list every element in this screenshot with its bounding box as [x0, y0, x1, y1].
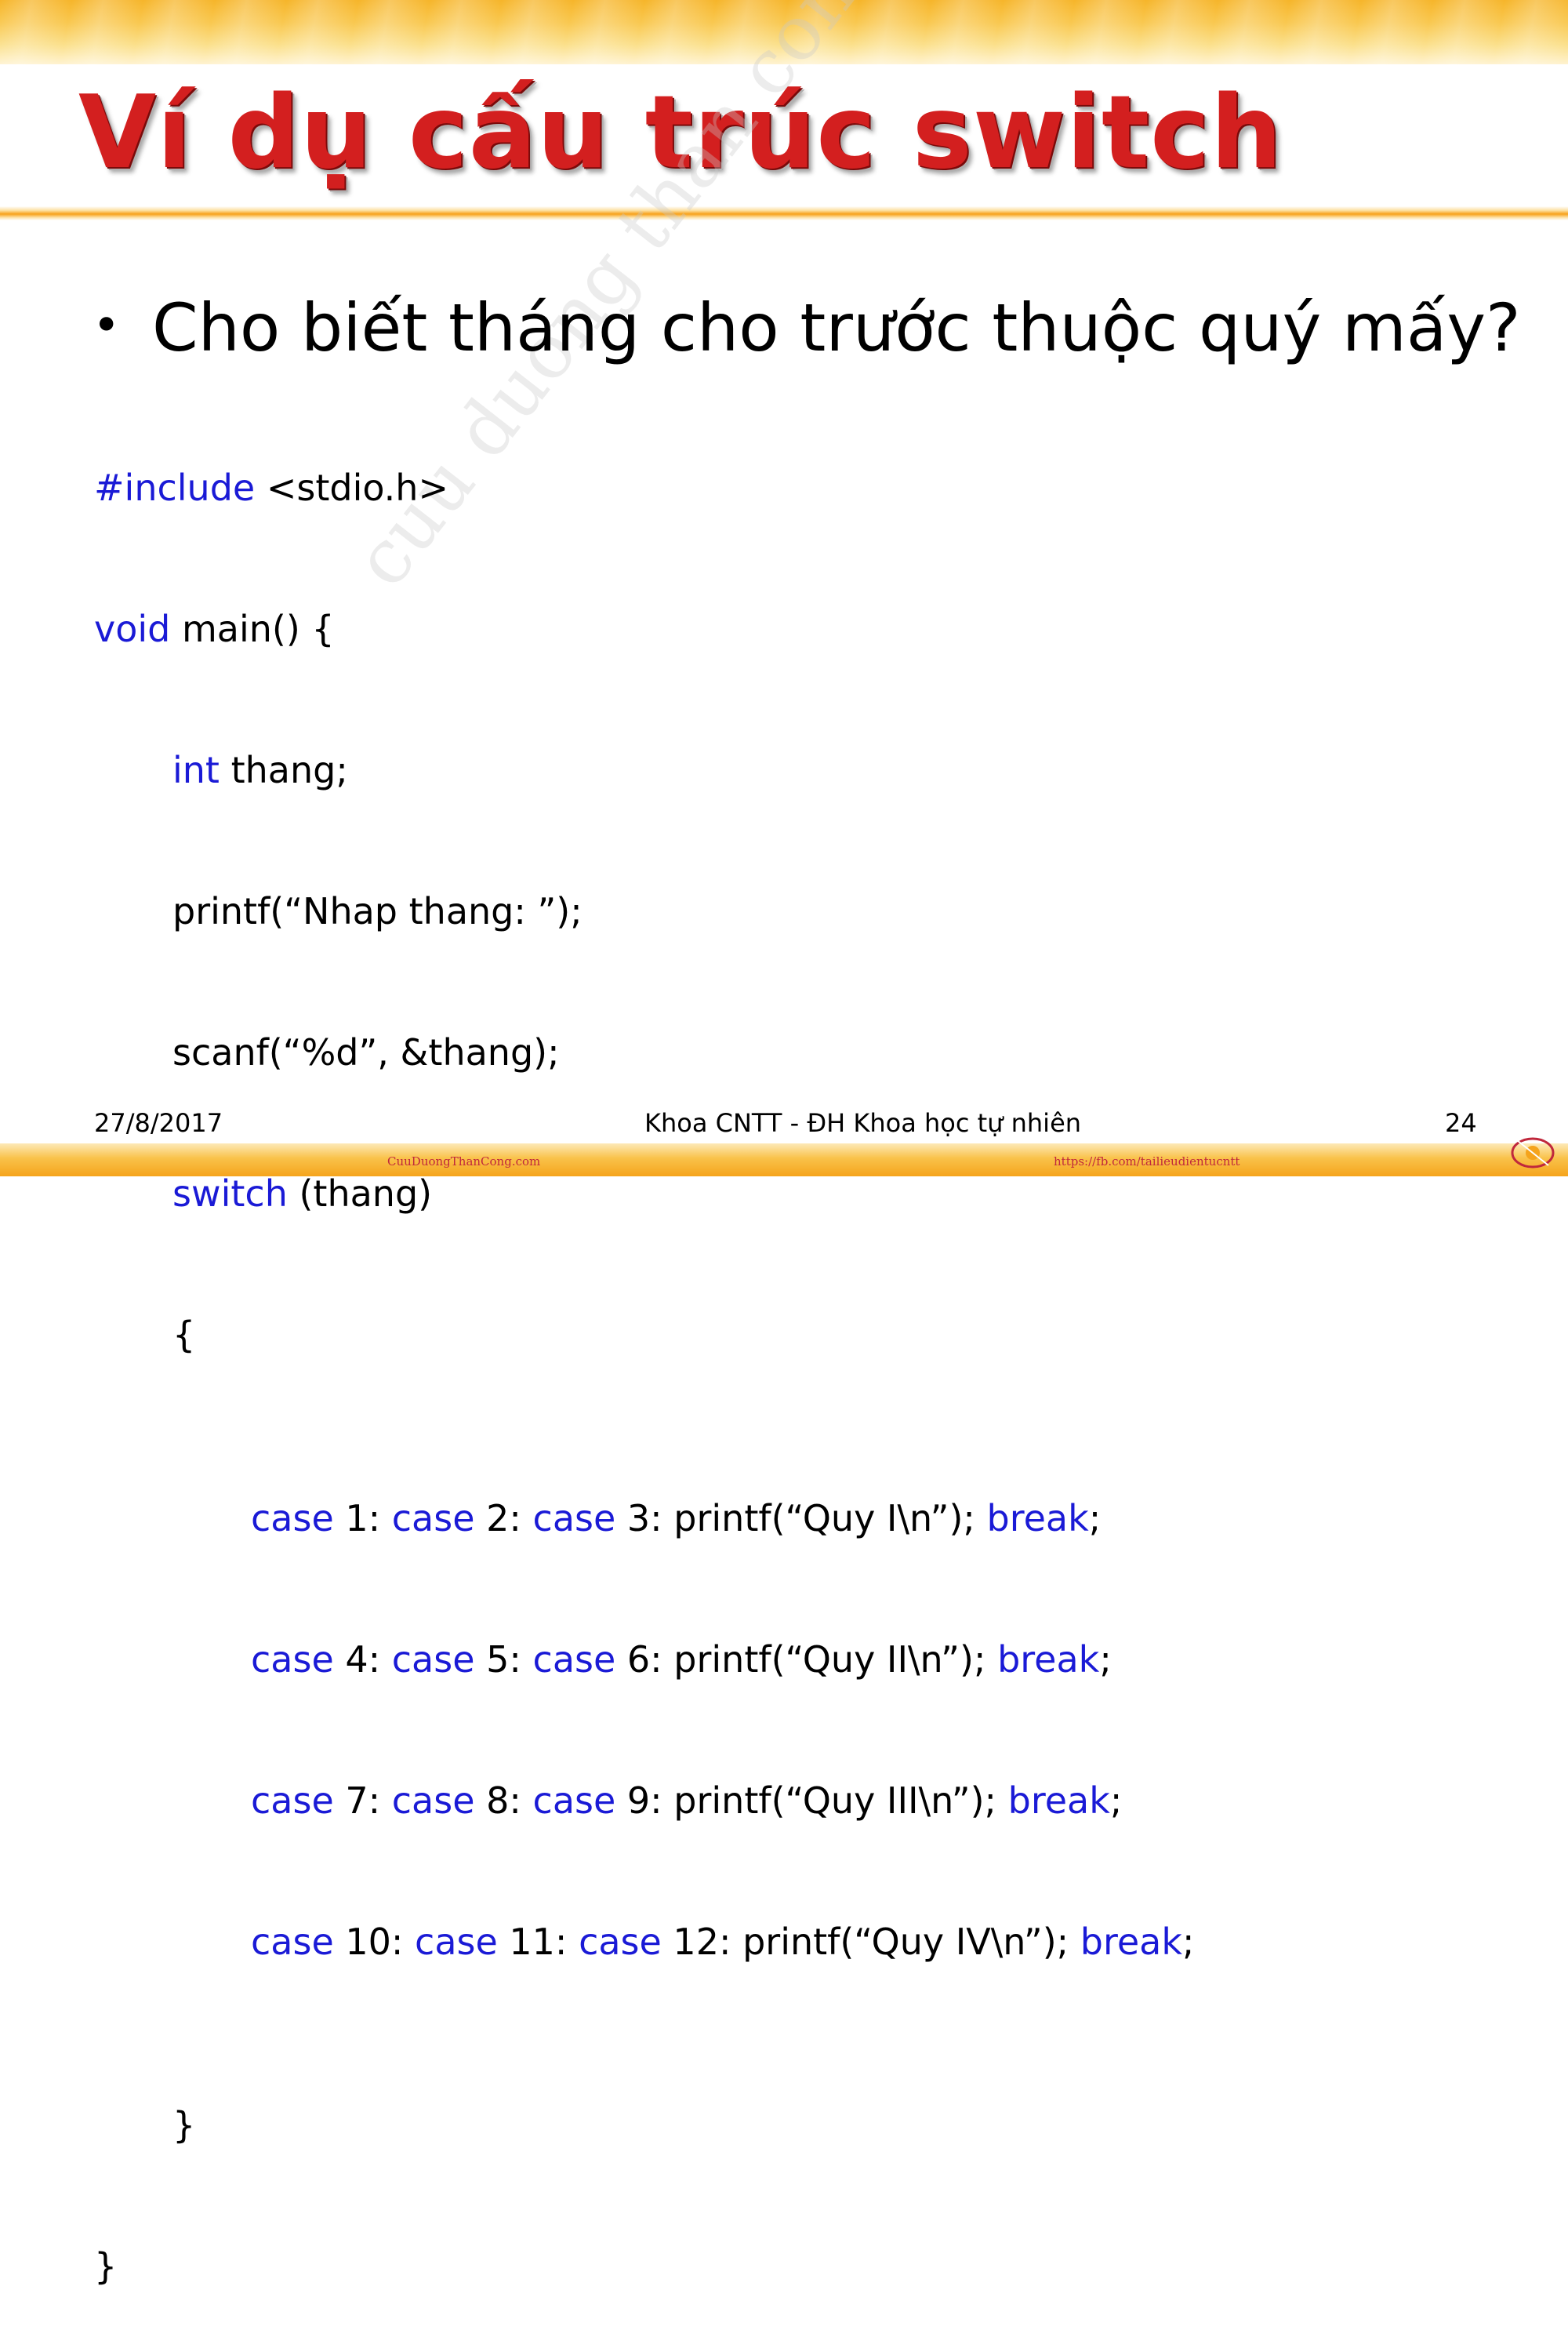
- code-text: 10:: [333, 1921, 416, 1963]
- code-keyword: #include: [94, 467, 256, 509]
- code-text: 1:: [333, 1497, 392, 1539]
- code-line-close-brace: }: [94, 2245, 118, 2288]
- code-line-scanf: scanf(“%d”, &thang);: [172, 1031, 560, 1074]
- code-text: ;: [1088, 1497, 1102, 1539]
- bullet-item: • Cho biết tháng cho trước thuộc quý mấy?: [93, 286, 1521, 367]
- code-keyword: case: [532, 1638, 616, 1681]
- code-keyword: case: [251, 1779, 334, 1822]
- code-text: 5:: [474, 1638, 533, 1681]
- code-text: thang;: [219, 749, 348, 791]
- footer-date: 27/8/2017: [94, 1108, 223, 1138]
- code-line-case: case 4: case 5: case 6: printf(“Quy II\n…: [94, 1631, 1195, 1688]
- page-number: 24: [1445, 1108, 1477, 1138]
- code-text: 6: printf(“Quy II\n”);: [615, 1638, 998, 1681]
- code-text: <stdio.h>: [255, 467, 449, 509]
- slide-title: Ví dụ cấu trúc switch: [78, 75, 1283, 191]
- code-keyword: case: [251, 1921, 334, 1963]
- code-keyword: switch: [172, 1172, 288, 1215]
- source-link-left[interactable]: CuuDuongThanCong.com: [387, 1154, 541, 1168]
- code-keyword: break: [986, 1497, 1089, 1539]
- footer-institution: Khoa CNTT - ĐH Khoa học tự nhiên: [644, 1108, 1082, 1138]
- code-block: #include <stdio.h> void main() { int tha…: [94, 375, 1195, 2337]
- code-text: 4:: [333, 1638, 392, 1681]
- code-text: 2:: [474, 1497, 533, 1539]
- code-text: 11:: [497, 1921, 579, 1963]
- bullet-text: Cho biết tháng cho trước thuộc quý mấy?: [152, 289, 1521, 366]
- code-keyword: case: [251, 1638, 334, 1681]
- code-keyword: case: [391, 1497, 475, 1539]
- code-keyword: case: [532, 1779, 616, 1822]
- code-keyword: case: [251, 1497, 334, 1539]
- code-text: 3: printf(“Quy I\n”);: [615, 1497, 987, 1539]
- code-text: (thang): [287, 1172, 433, 1215]
- code-text: 9: printf(“Quy III\n”);: [615, 1779, 1008, 1822]
- code-text: 7:: [333, 1779, 392, 1822]
- code-line-case: case 10: case 11: case 12: printf(“Quy I…: [94, 1914, 1195, 1970]
- source-link-right[interactable]: https://fb.com/tailieudientucntt: [1054, 1154, 1240, 1168]
- code-keyword: case: [532, 1497, 616, 1539]
- code-keyword: void: [94, 608, 171, 650]
- bullet-dot-icon: •: [93, 298, 121, 353]
- code-text: ;: [1182, 1921, 1195, 1963]
- code-keyword: break: [1007, 1779, 1110, 1822]
- logo-icon: [1511, 1137, 1555, 1168]
- code-line-decl: int thang;: [94, 742, 1195, 798]
- code-line-close-brace: }: [172, 2104, 196, 2146]
- code-keyword: case: [391, 1779, 475, 1822]
- code-text: 8:: [474, 1779, 533, 1822]
- code-text: 12: printf(“Quy IV\n”);: [661, 1921, 1080, 1963]
- code-keyword: break: [1080, 1921, 1183, 1963]
- code-keyword: case: [579, 1921, 662, 1963]
- code-text: ;: [1109, 1779, 1123, 1822]
- code-keyword: int: [172, 749, 220, 791]
- code-text: main() {: [170, 608, 335, 650]
- code-keyword: case: [391, 1638, 475, 1681]
- title-divider: [0, 206, 1568, 220]
- code-line-printf: printf(“Nhap thang: ”);: [172, 890, 583, 932]
- code-line-main: void main() {: [94, 601, 1195, 657]
- bottom-decorative-band: [0, 1143, 1568, 1176]
- code-line-open-brace: {: [172, 1314, 196, 1356]
- code-line-case: case 1: case 2: case 3: printf(“Quy I\n”…: [94, 1490, 1195, 1546]
- code-text: ;: [1099, 1638, 1112, 1681]
- code-keyword: break: [997, 1638, 1100, 1681]
- code-line-case: case 7: case 8: case 9: printf(“Quy III\…: [94, 1772, 1195, 1829]
- code-line-include: #include <stdio.h>: [94, 460, 1195, 516]
- top-decorative-band: [0, 0, 1568, 64]
- code-keyword: case: [415, 1921, 498, 1963]
